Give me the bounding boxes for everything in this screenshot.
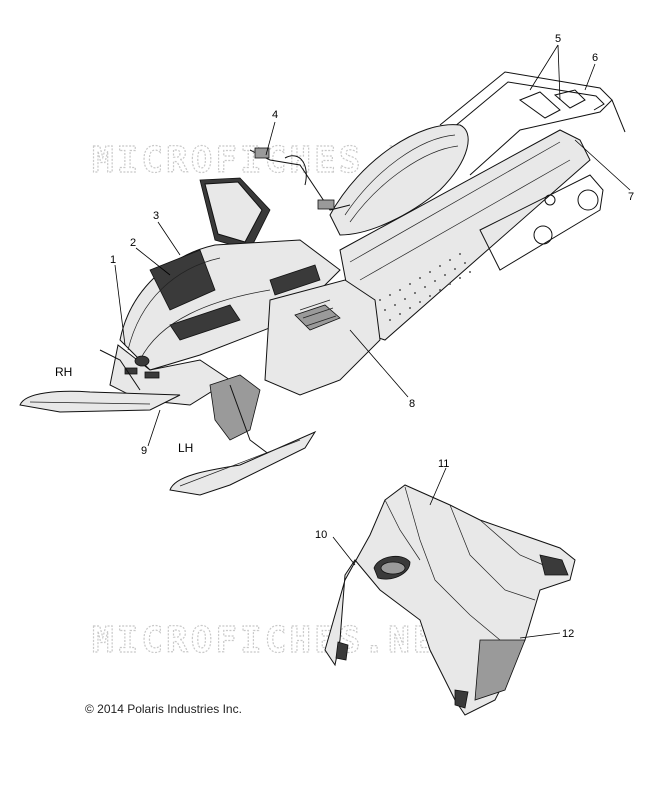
callout-10: 10 bbox=[315, 529, 327, 541]
callout-1: 1 bbox=[110, 254, 116, 266]
callout-6: 6 bbox=[592, 52, 598, 64]
snowmobile-illustration bbox=[19, 71, 626, 496]
callout-9: 9 bbox=[141, 445, 147, 457]
watermark-bottom: MICROFICHES.NET bbox=[92, 620, 462, 661]
side-panel-illustration bbox=[324, 484, 576, 716]
callout-2: 2 bbox=[130, 237, 136, 249]
tunnel-perforations bbox=[379, 253, 471, 321]
copyright-notice: © 2014 Polaris Industries Inc. bbox=[85, 702, 242, 716]
callout-4: 4 bbox=[272, 109, 278, 121]
callout-11: 11 bbox=[438, 458, 449, 470]
side-label-lh: LH bbox=[178, 441, 193, 455]
callout-5: 5 bbox=[555, 33, 561, 45]
callout-8: 8 bbox=[409, 398, 415, 410]
callout-3: 3 bbox=[153, 210, 159, 222]
callout-12: 12 bbox=[562, 628, 574, 640]
side-label-rh: RH bbox=[55, 365, 72, 379]
callout-7: 7 bbox=[628, 191, 634, 203]
leader-lines bbox=[114, 44, 631, 639]
